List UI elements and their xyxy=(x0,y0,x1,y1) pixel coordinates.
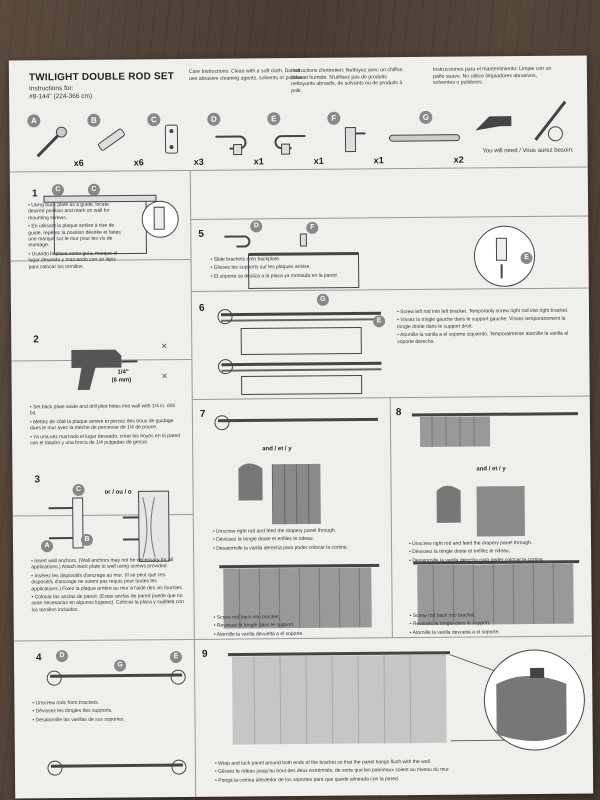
part-f: F x1 xyxy=(325,109,386,168)
step-1-notes: • Using back plate as a guide, locate de… xyxy=(28,201,121,271)
header: TWILIGHT DOUBLE ROD SET Instructions for… xyxy=(8,55,588,173)
label-e: E xyxy=(520,251,533,265)
instructions-for: Instructions for: #8-144" (224-366 cm) xyxy=(29,84,93,101)
label-c: C xyxy=(51,184,64,197)
part-qty: x2 xyxy=(453,154,464,165)
part-d: D x1 xyxy=(205,110,266,169)
instruction-sheet: TWILIGHT DOUBLE ROD SET Instructions for… xyxy=(8,55,594,799)
step-7-notes-b: • Screw rod back into bracket. • Revisse… xyxy=(213,614,304,638)
step-2-number: 2 xyxy=(33,334,39,346)
center-bracket-icon xyxy=(344,127,366,153)
step-6-rod-diagram xyxy=(217,309,382,396)
screw-icon xyxy=(36,126,67,158)
drill-bit-mm: (6 mm) xyxy=(111,377,132,384)
you-will-need: You will need / Vous aurez besoin: xyxy=(482,147,574,155)
svg-text:×: × xyxy=(162,371,168,382)
label-a: A xyxy=(40,540,54,553)
left-bracket-icon xyxy=(215,135,247,156)
label-c: C xyxy=(72,483,85,496)
step-4-number: 4 xyxy=(35,652,42,664)
step-5-notes: • Slide brackets onto backplate. • Gliss… xyxy=(210,256,339,280)
step-5-bracket-diagram xyxy=(224,225,536,289)
step-3-notes: • Insert wall anchors. (Wall anchors may… xyxy=(31,557,184,614)
label-d: D xyxy=(55,650,69,663)
right-bracket-icon xyxy=(274,134,306,155)
part-qty: x1 xyxy=(373,155,384,166)
step-7-drapery-diagram xyxy=(214,415,380,629)
svg-text:×: × xyxy=(161,341,167,352)
step-8-drapery-diagram xyxy=(411,412,580,625)
label-d: D xyxy=(250,220,263,233)
step-9-number: 9 xyxy=(201,648,208,660)
part-g: G x2 xyxy=(385,109,466,168)
step-3-number: 3 xyxy=(34,474,41,486)
step-7-number: 7 xyxy=(199,408,206,420)
step-1-window-diagram xyxy=(43,194,179,255)
part-qty: x6 xyxy=(133,157,144,168)
step-1-number: 1 xyxy=(31,188,38,200)
step-7-notes-a: • Unscrew right rod and feed the drapery… xyxy=(212,527,348,552)
part-a: A x6 xyxy=(25,112,86,171)
part-e: E x1 xyxy=(265,110,326,169)
product-title: TWILIGHT DOUBLE ROD SET xyxy=(28,71,175,84)
step-4-notes: • Unscrew rods from brackets. • Dévissez… xyxy=(32,699,125,724)
step-9-wrap-diagram xyxy=(227,649,585,751)
step-6-notes: • Screw left rod into left bracket. Temp… xyxy=(396,307,569,345)
divider xyxy=(13,638,194,642)
drill-bit-size: 1/4" xyxy=(117,369,129,376)
label-e: E xyxy=(373,315,386,328)
step-8-notes-a: • Unscrew right rod and feed the drapery… xyxy=(408,539,545,564)
label-g: G xyxy=(316,293,329,306)
screwdriver-icon xyxy=(475,100,567,142)
and-text: and / et / y xyxy=(262,446,292,453)
step-9-notes: • Wrap and tuck panel around both ends o… xyxy=(214,758,450,784)
part-qty: x6 xyxy=(73,157,84,168)
step-8-notes-b: • Screw rod back into bracket. • Revisse… xyxy=(409,612,500,636)
part-qty: x1 xyxy=(313,155,324,166)
part-qty: x3 xyxy=(193,156,204,167)
label-g: G xyxy=(114,659,127,672)
care-instructions-es: Instrucciones para el mantenimiento: Lim… xyxy=(432,65,552,87)
part-qty: x1 xyxy=(253,156,264,167)
step-2-notes: • Set back plate aside and drill pilot h… xyxy=(29,403,181,447)
back-plate-icon xyxy=(164,124,179,154)
label-e: E xyxy=(169,651,183,664)
part-c: C x3 xyxy=(145,111,206,170)
drill-icon: × × xyxy=(71,341,168,390)
step-5-number: 5 xyxy=(198,228,204,240)
or-text: or / ou / o xyxy=(104,489,132,496)
step-4-rod-diagram xyxy=(46,669,187,776)
label-f: F xyxy=(306,221,319,234)
step-8-number: 8 xyxy=(395,407,402,419)
step-6-number: 6 xyxy=(198,302,205,314)
divider xyxy=(389,397,393,638)
label-c: C xyxy=(87,183,100,196)
wall-anchor-icon xyxy=(98,128,125,151)
part-b: B x6 xyxy=(85,111,146,170)
rod-icon xyxy=(388,134,460,142)
divider xyxy=(190,215,589,220)
step-3-mounting-diagram xyxy=(48,490,170,562)
care-instructions-fr: Instructions d'entretien: Nettoyez avec … xyxy=(290,67,403,94)
parts-list: A x6 B x6 C x3 D x1 E x1 xyxy=(25,109,464,173)
label-b: B xyxy=(80,533,94,546)
and-text: and / et / y xyxy=(476,466,506,473)
